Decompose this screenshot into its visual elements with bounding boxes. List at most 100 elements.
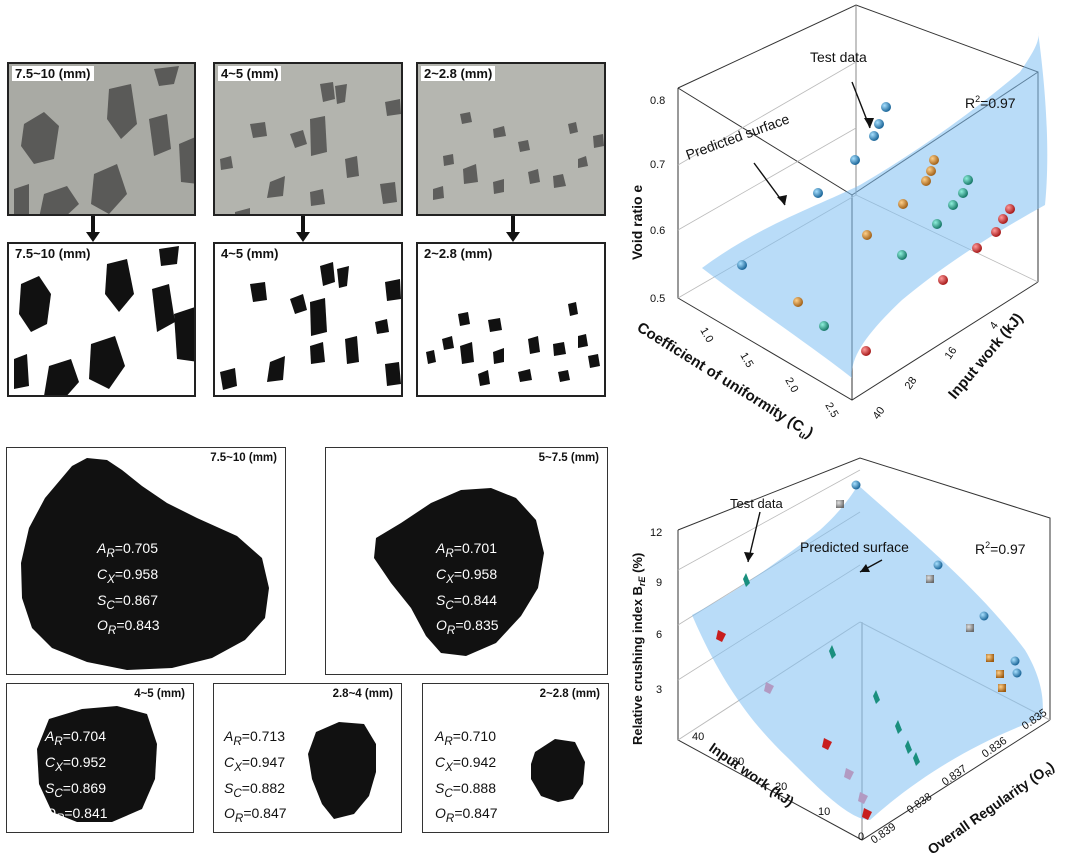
tick-label: 1.5 bbox=[737, 351, 755, 370]
binary-size-label: 2~2.8 (mm) bbox=[421, 246, 496, 261]
data-point bbox=[972, 243, 982, 253]
r-squared-annotation: R2=0.97 bbox=[965, 94, 1016, 111]
data-point bbox=[938, 275, 948, 285]
annotation-arrowhead bbox=[744, 552, 754, 562]
z-axis-label: Void ratio e bbox=[629, 185, 645, 260]
y-axis-label: Input work (kJ) bbox=[945, 310, 1027, 403]
binary-particles bbox=[220, 262, 401, 390]
data-point bbox=[1010, 656, 1020, 666]
particle-panel-7.5-10: 7.5~10 (mm) AR=0.705 CX=0.958 SC=0.867 O… bbox=[6, 447, 286, 675]
data-point bbox=[743, 573, 750, 587]
data-point bbox=[898, 199, 908, 209]
data-point bbox=[881, 102, 891, 112]
particle-size-title: 5~7.5 (mm) bbox=[538, 452, 599, 464]
binary-particles bbox=[426, 302, 600, 386]
photo-size-label: 2~2.8 (mm) bbox=[421, 66, 496, 81]
particle-panel-2.8-4: 2.8~4 (mm) AR=0.713 CX=0.947 SC=0.882 OR… bbox=[213, 683, 402, 833]
tick-label: 2.5 bbox=[822, 401, 840, 420]
metric-sc: SC=0.844 bbox=[436, 591, 497, 612]
x-tick-labels: 0 10 20 30 40 bbox=[692, 731, 864, 843]
z-axis-label: Relative crushing index BrE (%) bbox=[630, 553, 647, 745]
data-point bbox=[850, 155, 860, 165]
data-point bbox=[897, 250, 907, 260]
metric-ar: AR=0.701 bbox=[436, 540, 497, 560]
tick-label: 6 bbox=[656, 629, 662, 641]
tick-label: 4 bbox=[988, 320, 1001, 332]
r-squared-annotation: R2=0.97 bbox=[975, 540, 1026, 557]
binary-panel-small: 2~2.8 (mm) bbox=[416, 242, 606, 397]
y-tick-labels: 4 16 28 40 bbox=[871, 320, 1001, 422]
particle-size-title: 2~2.8 (mm) bbox=[539, 688, 600, 700]
data-point bbox=[858, 792, 868, 804]
annotation-arrowhead bbox=[860, 564, 870, 572]
metric-ar: AR=0.713 bbox=[224, 728, 285, 748]
data-point bbox=[996, 670, 1004, 678]
metric-cx: CX=0.952 bbox=[45, 753, 107, 774]
data-point bbox=[948, 200, 958, 210]
tick-label: 0 bbox=[858, 831, 864, 843]
data-point bbox=[829, 645, 836, 659]
data-point bbox=[895, 720, 902, 734]
metric-or: OR=0.847 bbox=[224, 805, 287, 826]
binary-panel-medium: 4~5 (mm) bbox=[213, 242, 403, 397]
tick-label: 9 bbox=[656, 577, 662, 589]
particle-size-title: 7.5~10 (mm) bbox=[210, 452, 277, 464]
data-point bbox=[998, 684, 1006, 692]
metric-ar: AR=0.705 bbox=[97, 540, 158, 560]
data-point bbox=[813, 188, 823, 198]
data-point bbox=[819, 321, 829, 331]
particle-metrics: AR=0.710 CX=0.942 SC=0.888 OR=0.847 bbox=[435, 726, 498, 829]
tick-label: 0.839 bbox=[869, 821, 898, 847]
tick-label: 0.6 bbox=[650, 225, 665, 237]
data-point bbox=[933, 560, 943, 570]
predicted-surface bbox=[692, 485, 1043, 820]
particle-metrics: AR=0.705 CX=0.958 SC=0.867 OR=0.843 bbox=[97, 538, 160, 641]
predicted-surface bbox=[702, 32, 1048, 378]
particle-metrics: AR=0.704 CX=0.952 SC=0.869 OR=0.841 bbox=[45, 726, 108, 829]
metric-cx: CX=0.947 bbox=[224, 753, 286, 774]
data-point bbox=[932, 219, 942, 229]
tick-label: 30 bbox=[732, 756, 744, 768]
particle-size-title: 2.8~4 (mm) bbox=[332, 688, 393, 700]
metric-cx: CX=0.958 bbox=[436, 565, 498, 586]
photo-particles bbox=[14, 66, 194, 214]
data-point bbox=[836, 500, 844, 508]
data-point bbox=[861, 346, 871, 356]
data-point bbox=[966, 624, 974, 632]
data-point bbox=[921, 176, 931, 186]
test-data-annotation: Test data bbox=[730, 496, 784, 511]
particle-size-title: 4~5 (mm) bbox=[134, 688, 185, 700]
data-point bbox=[844, 768, 854, 780]
annotation-arrowhead bbox=[777, 195, 787, 205]
photo-panel-large: 7.5~10 (mm) bbox=[7, 62, 196, 216]
data-point bbox=[929, 155, 939, 165]
test-data-points bbox=[716, 480, 1022, 820]
tick-label: 0.838 bbox=[905, 791, 934, 817]
particle-silhouette bbox=[308, 722, 376, 819]
data-point bbox=[926, 166, 936, 176]
particle-panel-2-2.8: 2~2.8 (mm) AR=0.710 CX=0.942 SC=0.888 OR… bbox=[422, 683, 609, 833]
tick-label: 0.837 bbox=[940, 763, 969, 789]
metric-cx: CX=0.942 bbox=[435, 753, 497, 774]
tick-label: 0.8 bbox=[650, 95, 665, 107]
chart-canvas: 3 6 9 12 0 10 20 30 40 0.835 0.836 0.837… bbox=[630, 457, 1059, 859]
metric-or: OR=0.843 bbox=[97, 617, 160, 638]
y-axis-label: Overall Regularity (OR) bbox=[925, 758, 1059, 859]
particle-panel-5-7.5: 5~7.5 (mm) AR=0.701 CX=0.958 SC=0.844 OR… bbox=[325, 447, 608, 675]
data-point bbox=[737, 260, 747, 270]
data-point bbox=[1012, 668, 1022, 678]
tick-label: 40 bbox=[692, 731, 704, 743]
metric-or: OR=0.847 bbox=[435, 805, 498, 826]
metric-sc: SC=0.882 bbox=[224, 779, 285, 800]
down-arrow-icon bbox=[86, 216, 100, 242]
metric-cx: CX=0.958 bbox=[97, 565, 159, 586]
photo-size-label: 7.5~10 (mm) bbox=[12, 66, 94, 81]
particle-metrics: AR=0.713 CX=0.947 SC=0.882 OR=0.847 bbox=[224, 726, 287, 829]
particle-silhouette bbox=[37, 706, 157, 822]
z-tick-labels: 0.5 0.6 0.7 0.8 bbox=[650, 95, 665, 305]
test-data-points bbox=[737, 102, 1015, 356]
crushing-index-3d-chart: 3 6 9 12 0 10 20 30 40 0.835 0.836 0.837… bbox=[620, 440, 1090, 860]
data-point bbox=[873, 690, 880, 704]
data-point bbox=[822, 738, 832, 750]
z-tick-labels: 3 6 9 12 bbox=[650, 527, 662, 696]
